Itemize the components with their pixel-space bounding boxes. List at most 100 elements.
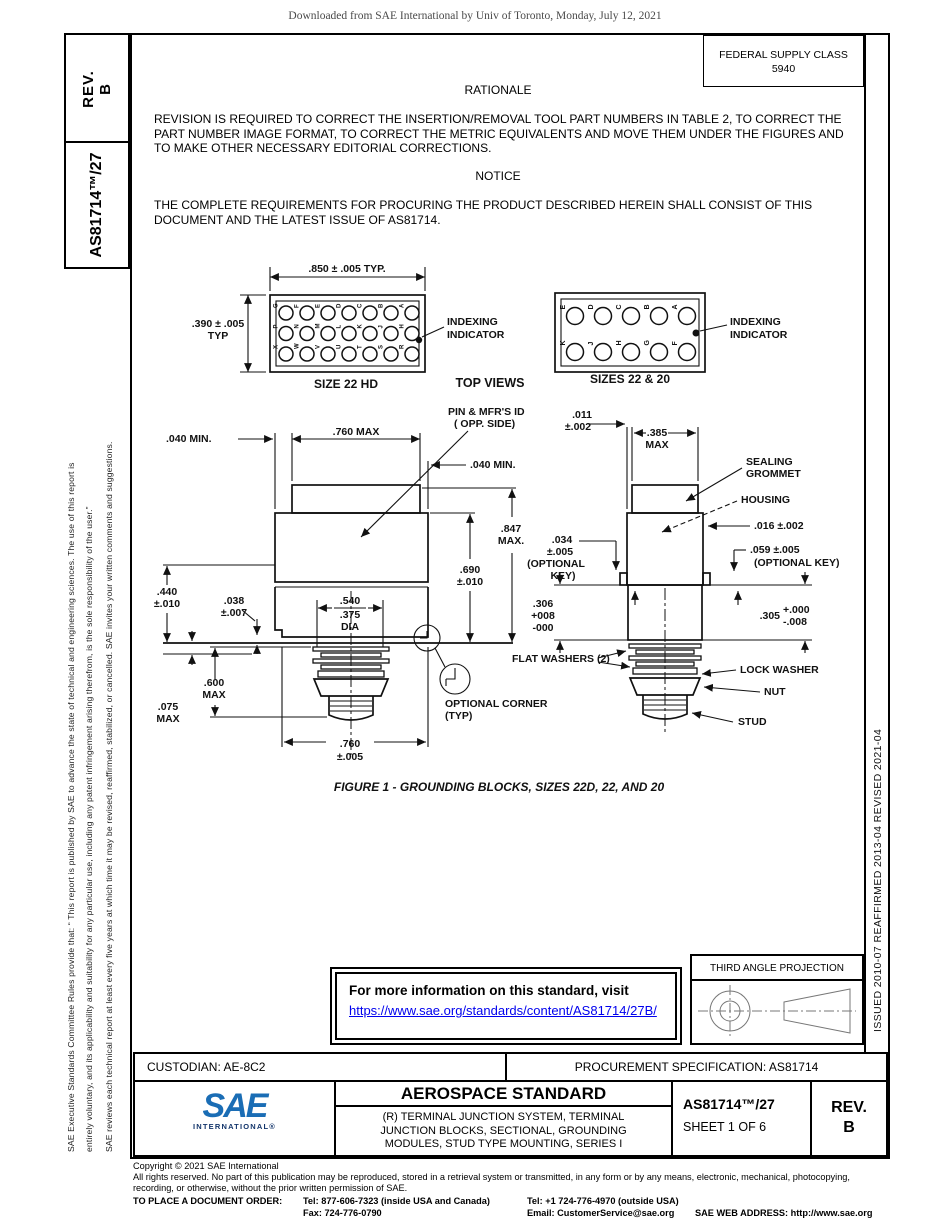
committee-note-line1: SAE Executive Standards Committee Rules … — [66, 462, 76, 1152]
figure-label: LOCK WASHER — [740, 664, 819, 676]
standard-type: AEROSPACE STANDARD — [400, 1084, 607, 1103]
sae-logo-text: SAE — [202, 1087, 269, 1125]
right-column-divider — [864, 33, 866, 1052]
figure-label: SIZE 22 HD — [314, 377, 378, 391]
sae-logo: SAE INTERNATIONAL® — [133, 1080, 336, 1157]
more-info-text: For more information on this standard, v… — [349, 983, 629, 998]
figure-label: -000 — [532, 622, 553, 634]
cavity-letter: D — [588, 304, 595, 309]
figure-label: INDICATOR — [447, 329, 505, 341]
figure-label: FIGURE 1 - GROUNDING BLOCKS, SIZES 22D, … — [334, 780, 665, 794]
cavity-letter: R — [400, 344, 406, 349]
custodian-cell: CUSTODIAN: AE-8C2 — [133, 1052, 507, 1082]
figure-label: .011 — [572, 409, 592, 421]
cavity-letter: F — [672, 341, 679, 346]
figure-label: SEALING — [746, 456, 793, 468]
cavity-hole — [320, 305, 336, 321]
figure-label: +008 — [531, 610, 555, 622]
figure-label: .375 — [340, 609, 361, 621]
cavity-hole — [404, 305, 420, 321]
cavity-hole — [341, 305, 357, 321]
figure-label: .040 MIN. — [470, 459, 516, 471]
order-label: TO PLACE A DOCUMENT ORDER: — [133, 1196, 283, 1206]
cavity-hole — [383, 346, 399, 362]
cavity-letter: K — [358, 324, 364, 329]
figure-label: PIN & MFR'S ID — [448, 406, 525, 418]
cavity-letter: J — [588, 342, 595, 346]
cavity-hole — [593, 342, 613, 362]
rev-cell-value: B — [843, 1119, 855, 1136]
download-banner: Downloaded from SAE International by Uni… — [288, 10, 662, 22]
figure-label: DIA — [341, 621, 360, 633]
cavity-hole — [565, 342, 585, 362]
tel-inside: Tel: 877-606-7323 (inside USA and Canada… — [303, 1196, 490, 1206]
sae-logo-subtext: INTERNATIONAL® — [192, 1122, 276, 1131]
top-view-size-22hd — [240, 267, 445, 373]
cavity-hole — [621, 342, 641, 362]
standard-title-line1: (R) TERMINAL JUNCTION SYSTEM, TERMINAL — [382, 1111, 625, 1123]
standard-title-cell: AEROSPACE STANDARD (R) TERMINAL JUNCTION… — [334, 1080, 673, 1157]
rights-line1: All rights reserved. No part of this pub… — [133, 1172, 850, 1182]
cavity-letter: C — [616, 304, 623, 309]
figure-label: .847 — [501, 523, 522, 535]
figure-label: .059 ±.005 — [750, 544, 800, 556]
doc-number-box: AS81714™/27 — [64, 141, 130, 269]
more-info-box: For more information on this standard, v… — [330, 967, 682, 1045]
cavity-hole — [278, 305, 294, 321]
rev-cell-label: REV. — [831, 1099, 867, 1116]
figure-label: .760 — [340, 738, 361, 750]
figure-label: .760 MAX — [333, 426, 380, 438]
cavity-letter: K — [560, 340, 567, 345]
cavity-hole — [299, 346, 315, 362]
rights-line2: recording, or otherwise, without the pri… — [133, 1183, 408, 1193]
standard-link[interactable]: https://www.sae.org/standards/content/AS… — [349, 1003, 657, 1018]
cavity-hole — [383, 325, 399, 342]
notice-title: NOTICE — [475, 169, 521, 183]
cavity-letter: F — [295, 304, 301, 308]
figure-label: .038 — [224, 595, 245, 607]
cavity-hole — [362, 305, 378, 321]
cavity-hole — [362, 325, 378, 342]
figure-label: FLAT WASHERS (2) — [512, 653, 610, 665]
figure-label: HOUSING — [741, 494, 790, 506]
cavity-letter: C — [358, 303, 364, 308]
cavity-hole — [649, 306, 669, 326]
section-size-22hd — [163, 430, 631, 755]
cavity-hole — [621, 306, 641, 326]
figure-label: ±.002 — [565, 421, 591, 433]
review-note: SAE reviews each technical report at lea… — [104, 441, 114, 1153]
cavity-letter: P — [274, 324, 280, 328]
figure-label: NUT — [764, 686, 786, 698]
figure-label: .440 — [157, 586, 178, 598]
cavity-letter: G — [274, 303, 280, 308]
figure-label: (OPTIONAL — [527, 558, 585, 570]
figure-label: .390 ± .005 — [192, 318, 245, 330]
figure-label: .016 ±.002 — [754, 520, 804, 532]
cavity-hole — [677, 306, 697, 326]
indexing-indicator-dot — [692, 329, 700, 337]
figure-label: .690 — [460, 564, 481, 576]
figure-label: .385 — [647, 427, 668, 439]
sheet-number: SHEET 1 OF 6 — [683, 1120, 767, 1134]
cavity-hole — [649, 342, 669, 362]
cavity-hole — [320, 325, 336, 342]
figure-labels: .850 ± .005 TYP..390 ± .005TYPINDEXINGIN… — [154, 263, 840, 794]
figure-label: MAX — [156, 713, 179, 725]
standard-title-line2: JUNCTION BLOCKS, SECTIONAL, GROUNDING — [380, 1124, 627, 1137]
cavity-hole — [677, 342, 697, 362]
doc-number: AS81714™/27 — [683, 1096, 775, 1112]
figure-label: ±.010 — [154, 598, 180, 610]
figure-label: .040 MIN. — [166, 433, 212, 445]
projection-symbol-icon — [698, 985, 856, 1037]
third-angle-projection-box: THIRD ANGLE PROJECTION — [690, 954, 864, 1045]
cavity-letter: A — [672, 304, 679, 309]
figure-label: -.008 — [783, 616, 807, 628]
cavity-letter: B — [379, 303, 385, 308]
figure-label: KEY) — [550, 570, 575, 582]
figure-label: INDICATOR — [730, 329, 788, 341]
figure-label: ±.005 — [547, 546, 573, 558]
cavity-letter: T — [358, 345, 364, 349]
federal-supply-class-box: FEDERAL SUPPLY CLASS 5940 — [703, 35, 864, 87]
revision-history-vertical: ISSUED 2010-07 REAFFIRMED 2013-04 REVISE… — [872, 728, 884, 1032]
